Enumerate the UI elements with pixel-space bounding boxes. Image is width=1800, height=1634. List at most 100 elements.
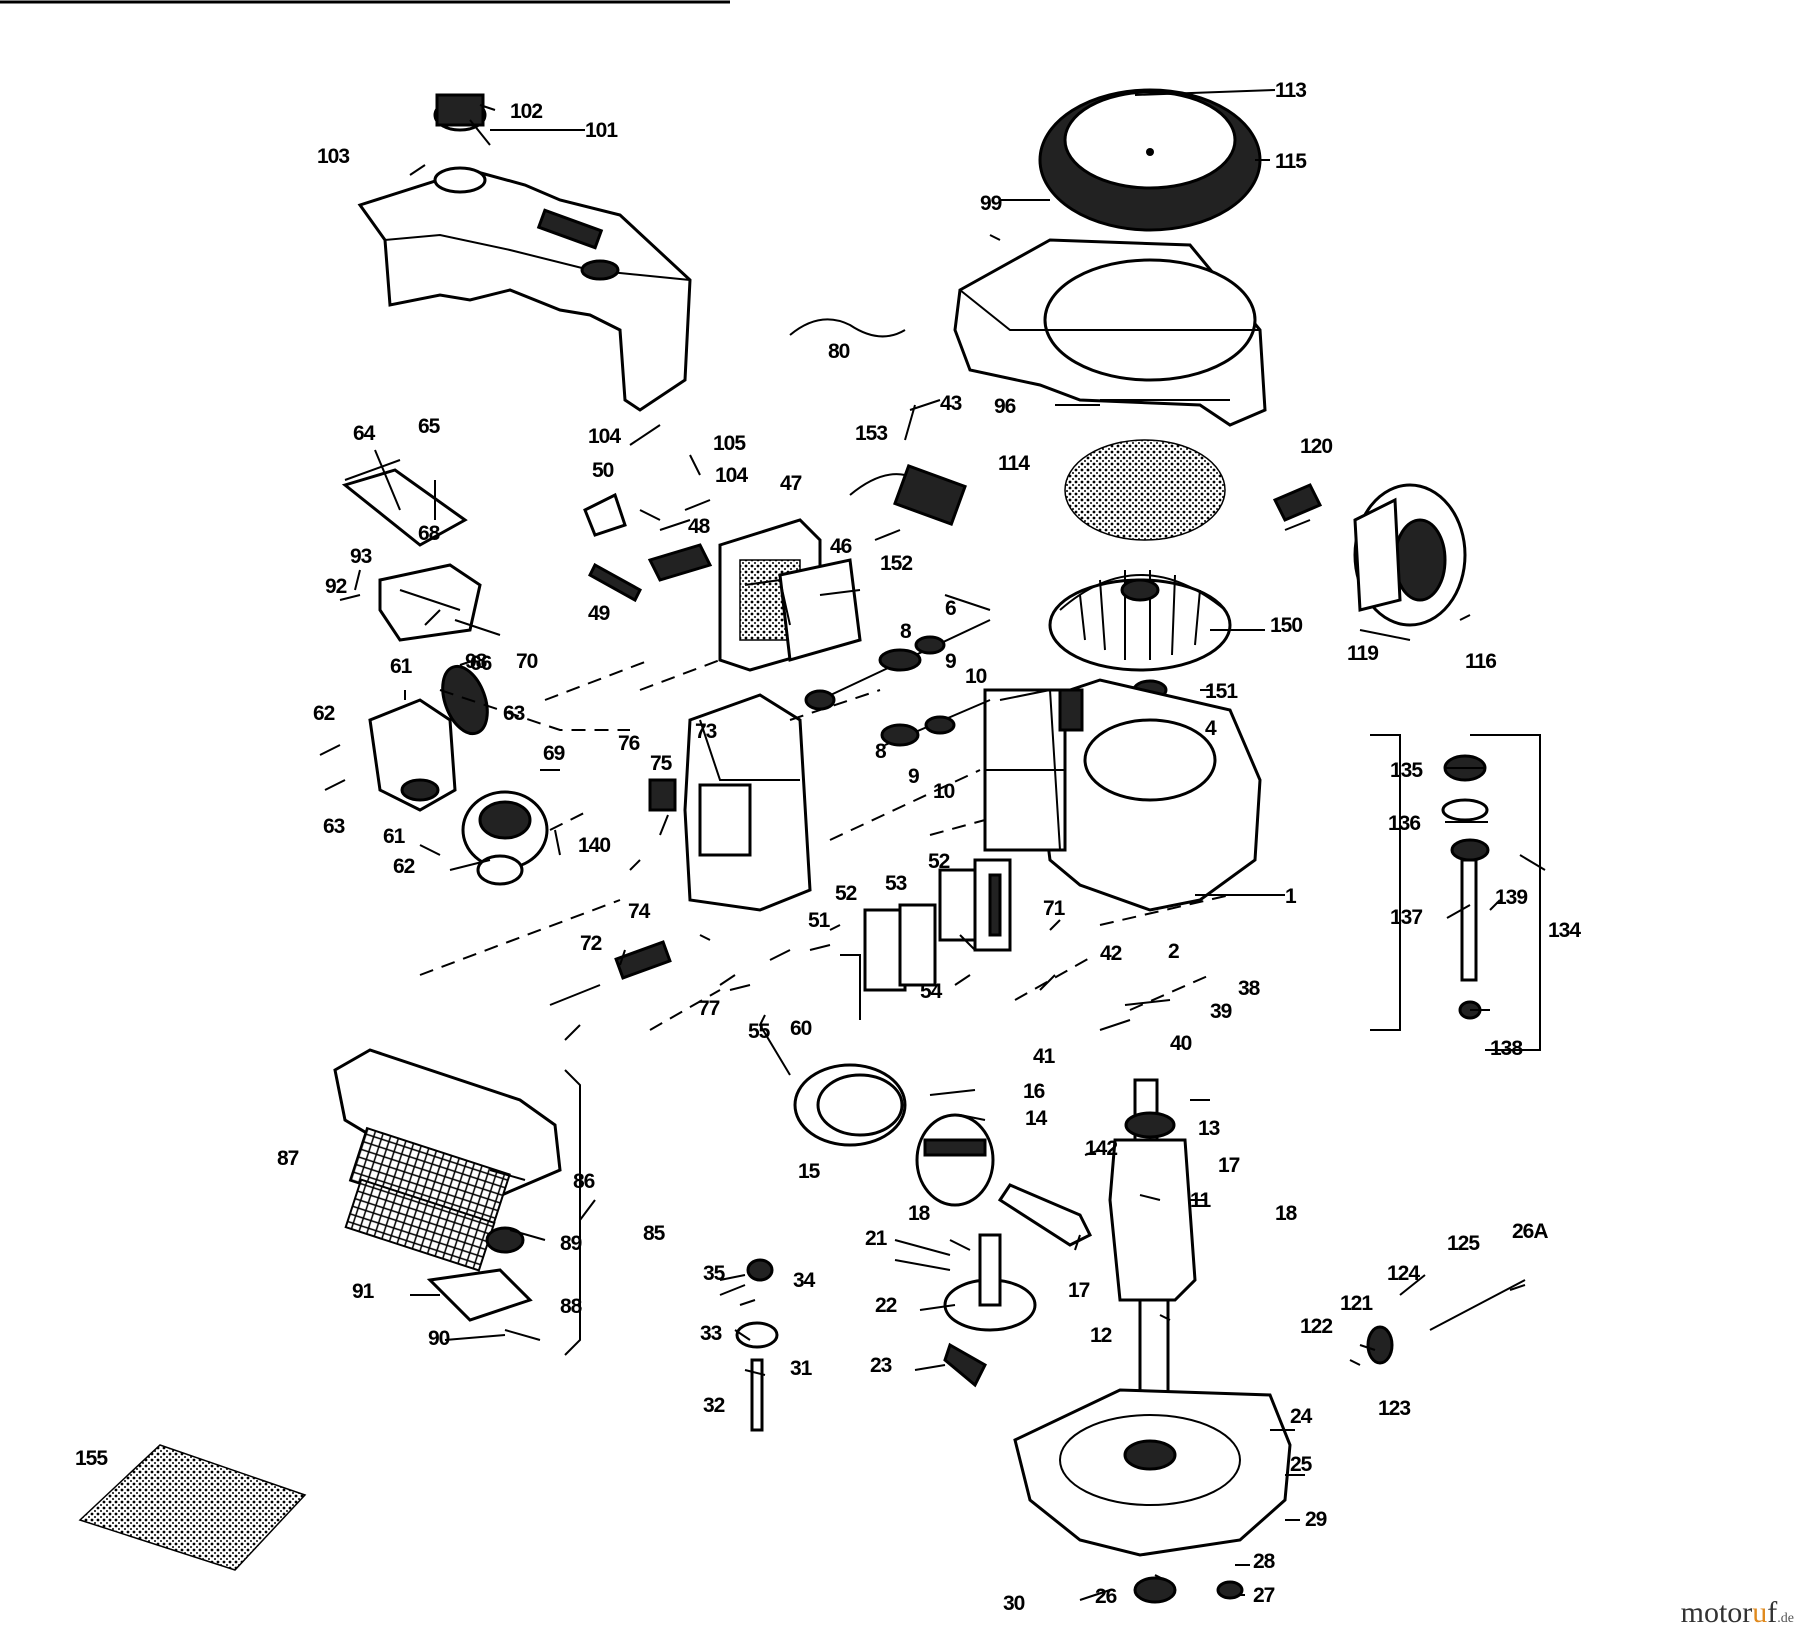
label-14: 14 (1025, 1107, 1048, 1130)
label-68: 68 (418, 522, 441, 545)
label-15: 15 (798, 1160, 821, 1183)
shaft-125-part (1429, 1279, 1526, 1331)
spark-plug-part (647, 543, 713, 582)
label-155: 155 (75, 1447, 108, 1470)
label-115: 115 (1275, 150, 1307, 173)
tappet-part (943, 1342, 987, 1388)
label-119: 119 (1347, 642, 1378, 665)
drain-plug-part (1216, 1580, 1244, 1600)
label-10b: 10 (933, 780, 955, 803)
label-54: 54 (920, 980, 943, 1003)
governor-bracket-part (378, 563, 482, 642)
label-74: 74 (628, 900, 651, 923)
label-42: 42 (1100, 942, 1122, 965)
breather-cover-part (863, 903, 937, 992)
label-61: 61 (390, 655, 413, 678)
connecting-rod-part (997, 1183, 1093, 1247)
label-52: 52 (835, 882, 857, 905)
label-22: 22 (875, 1294, 897, 1317)
label-26: 26 (1095, 1585, 1117, 1608)
label-39: 39 (1210, 1000, 1232, 1023)
label-38: 38 (1238, 977, 1261, 1000)
oil-sump-part (1013, 1388, 1292, 1557)
breather-part (938, 858, 1012, 952)
label-6: 6 (945, 597, 956, 620)
label-134: 134 (1548, 919, 1581, 942)
pipe-74-part (614, 940, 672, 980)
air-filter-cover-part (333, 1048, 562, 1272)
label-41: 41 (1033, 1045, 1056, 1068)
bracket-120-part (1272, 483, 1323, 522)
carburetor-part (368, 698, 457, 812)
label-93: 93 (350, 545, 372, 568)
cylinder-head-part (718, 518, 862, 672)
label-105: 105 (713, 432, 746, 455)
ignition-coil-part (849, 464, 967, 526)
fuel-pump-part (461, 790, 549, 886)
label-153: 153 (855, 422, 887, 445)
wire-80-part (789, 318, 906, 338)
label-121: 121 (1340, 1292, 1373, 1315)
label-9b: 9 (908, 765, 919, 788)
label-2: 2 (1168, 940, 1179, 963)
label-12: 12 (1090, 1324, 1112, 1347)
label-26a: 26A (1512, 1220, 1548, 1243)
label-47: 47 (780, 472, 802, 495)
gear-26-part (1133, 1576, 1177, 1604)
bolt-72-part (549, 984, 601, 1006)
label-138: 138 (1490, 1037, 1523, 1060)
label-18b: 18 (908, 1202, 931, 1225)
label-55: 55 (748, 1020, 771, 1043)
label-103: 103 (317, 145, 349, 168)
label-43: 43 (940, 392, 962, 415)
label-23: 23 (870, 1354, 892, 1377)
label-136: 136 (1388, 812, 1420, 835)
label-122: 122 (1300, 1315, 1332, 1338)
label-96: 96 (994, 395, 1016, 418)
governor-part (735, 1258, 779, 1432)
label-10: 10 (965, 665, 987, 688)
label-27: 27 (1253, 1584, 1275, 1607)
label-139: 139 (1495, 886, 1527, 909)
label-35: 35 (703, 1262, 726, 1285)
crank-gear-part (1124, 1111, 1176, 1139)
label-8b: 8 (875, 740, 887, 763)
label-91: 91 (352, 1280, 375, 1303)
label-85: 85 (643, 1222, 666, 1245)
label-140: 140 (578, 834, 610, 857)
air-box-part (683, 693, 812, 912)
label-1: 1 (1285, 885, 1297, 908)
label-49: 49 (588, 602, 610, 625)
label-89: 89 (560, 1232, 582, 1255)
label-114: 114 (998, 452, 1030, 475)
label-51: 51 (808, 909, 831, 932)
label-69: 69 (543, 742, 565, 765)
watermark-text-pre: motor (1680, 1596, 1753, 1629)
gasket-kit-part (78, 1444, 307, 1571)
label-4: 4 (1205, 717, 1217, 740)
label-63: 63 (503, 702, 525, 725)
label-137: 137 (1390, 906, 1422, 929)
label-16: 16 (1023, 1080, 1045, 1103)
bracket-50-part (583, 492, 627, 537)
label-60: 60 (790, 1017, 812, 1040)
rotating-screen-part (1064, 439, 1226, 541)
label-99: 99 (980, 192, 1002, 215)
label-90: 90 (428, 1327, 450, 1350)
label-73: 73 (695, 720, 717, 743)
ignition-unit-part (1353, 483, 1467, 627)
label-101: 101 (585, 119, 618, 142)
label-50: 50 (592, 459, 614, 482)
label-120: 120 (1300, 435, 1332, 458)
label-48: 48 (688, 515, 711, 538)
valve-assembly-part (804, 619, 991, 747)
label-9: 9 (945, 650, 956, 673)
brackets (344, 459, 1541, 1356)
label-11: 11 (1190, 1189, 1212, 1212)
crankcase-block-part (983, 678, 1262, 912)
label-102: 102 (510, 100, 542, 123)
part-labels: 1 2 4 6 8 8 9 9 10 10 11 12 13 14 15 16 … (75, 79, 1582, 1615)
label-104: 104 (588, 425, 621, 448)
label-116: 116 (1465, 650, 1496, 673)
